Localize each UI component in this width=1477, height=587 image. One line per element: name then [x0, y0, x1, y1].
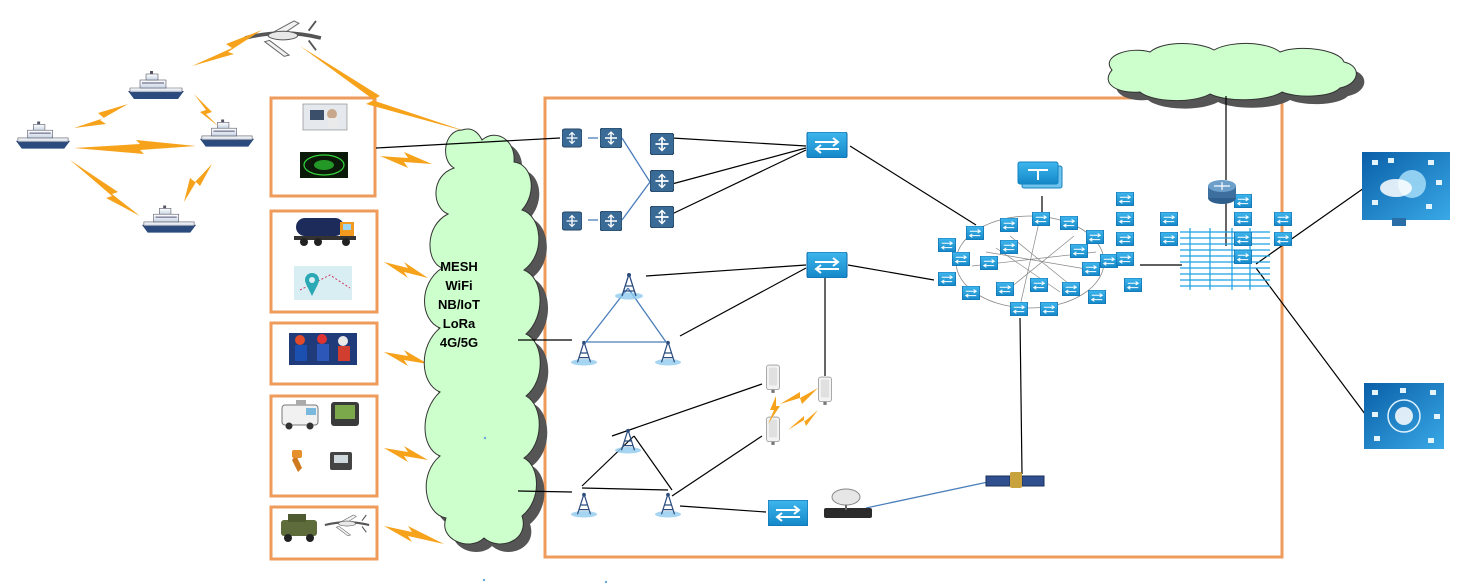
satellite-icon: [985, 472, 1045, 488]
panel-radio-icon-1: [766, 364, 780, 394]
switch-icon-3: [768, 500, 808, 526]
tower-antenna-icon-5: [570, 492, 598, 518]
tower-antenna-icon-3: [654, 340, 682, 366]
stack-node: [1274, 232, 1292, 246]
ship-icon-bottom: [141, 204, 197, 234]
radio-link-bolt-2: [780, 388, 818, 404]
core-switch-stack: [1160, 180, 1292, 290]
router-icon-2: [650, 170, 674, 192]
gateway-icon-3: [562, 211, 582, 231]
iot-panel-icon-bottom: [1364, 383, 1444, 449]
iot-panel-icon-top: [1362, 152, 1450, 226]
box-monitoring-content: [300, 103, 348, 178]
mesh-cloud: MESH WiFi NB/IoT LoRa 4G/5G: [423, 128, 549, 553]
switch-icon-2: [806, 252, 848, 278]
wireless-links-boxes: [380, 152, 444, 544]
mesh-node: [1088, 290, 1106, 304]
wireless-links-ships: [70, 30, 468, 216]
wired-links: [375, 96, 1369, 513]
armored-vehicle-icon: [281, 514, 317, 542]
mesh-label-line-4: LoRa: [443, 316, 476, 331]
map-pin-icon: [294, 266, 352, 300]
uav-icon: [243, 19, 323, 59]
stray-mark: [604, 580, 608, 584]
panel-radio-icon-3: [766, 416, 780, 446]
mesh-node: [938, 238, 956, 252]
stack-node: [1160, 232, 1178, 246]
mesh-node: [1100, 254, 1118, 268]
mesh-node: [962, 286, 980, 300]
ship-icon-left: [15, 120, 71, 150]
tower-antenna-icon-2: [570, 340, 598, 366]
mesh-node: [1032, 212, 1050, 226]
mesh-node: [1082, 262, 1100, 276]
gateway-icon-2: [600, 128, 622, 148]
gateway-icon-4: [600, 211, 622, 231]
core-network-frame: [543, 96, 1284, 559]
satellite-dish-icon: [824, 488, 872, 518]
mesh-label-line-2: WiFi: [445, 278, 472, 293]
mesh-label-line-3: NB/IoT: [438, 297, 480, 312]
switch-icon-1: [806, 132, 848, 158]
stray-mark: [482, 578, 486, 582]
mesh-node: [1030, 278, 1048, 292]
stack-node: [1234, 194, 1252, 208]
core-mesh-ring: [938, 161, 1142, 316]
mesh-node: [1116, 232, 1134, 246]
ship-icon-top: [127, 70, 185, 100]
management-console-icon: [1017, 161, 1063, 189]
meter-device-icon: [330, 452, 352, 470]
internet-cloud: [1107, 42, 1365, 109]
panel-radio-icon-2: [818, 376, 832, 406]
handheld-detector-icon: [292, 450, 302, 472]
mesh-node: [1116, 212, 1134, 226]
mesh-node: [1062, 282, 1080, 296]
mesh-node: [1070, 244, 1088, 258]
router-icon-1: [650, 133, 674, 155]
stack-node: [1234, 232, 1252, 246]
mesh-node: [952, 252, 970, 266]
radio-link-bolt-3: [788, 410, 818, 430]
mesh-node: [1124, 278, 1142, 292]
gateway-icon-1: [562, 128, 582, 148]
mesh-node: [1010, 302, 1028, 316]
tanker-truck-icon: [294, 218, 356, 246]
tower-antenna-icon-1: [614, 272, 644, 300]
ship-icon-right: [199, 118, 255, 148]
mesh-node: [1000, 218, 1018, 232]
field-workers-photo: [289, 333, 357, 365]
stack-node: [1234, 212, 1252, 226]
mesh-label-line-1: MESH: [440, 259, 478, 274]
router-icon-3: [650, 206, 674, 228]
operator-photo: [302, 103, 348, 131]
gps-handheld-icon: [331, 402, 359, 426]
ambulance-icon: [281, 400, 319, 430]
mesh-node: [1040, 302, 1058, 316]
mesh-node: [1086, 230, 1104, 244]
mesh-label-line-5: 4G/5G: [440, 335, 478, 350]
mesh-node: [996, 282, 1014, 296]
mesh-node: [1060, 216, 1078, 230]
mesh-node: [1116, 252, 1134, 266]
radio-link-bolt-1: [768, 396, 780, 424]
stack-node: [1274, 212, 1292, 226]
mesh-node: [966, 226, 984, 240]
mesh-node: [938, 272, 956, 286]
mesh-node: [1116, 192, 1134, 206]
stack-node: [1234, 250, 1252, 264]
stack-node: [1160, 212, 1178, 226]
router-icon: [1208, 180, 1236, 204]
stray-mark: [483, 436, 487, 440]
mesh-node: [980, 256, 998, 270]
tower-antenna-icon-6: [654, 492, 682, 518]
mesh-node: [1000, 240, 1018, 254]
